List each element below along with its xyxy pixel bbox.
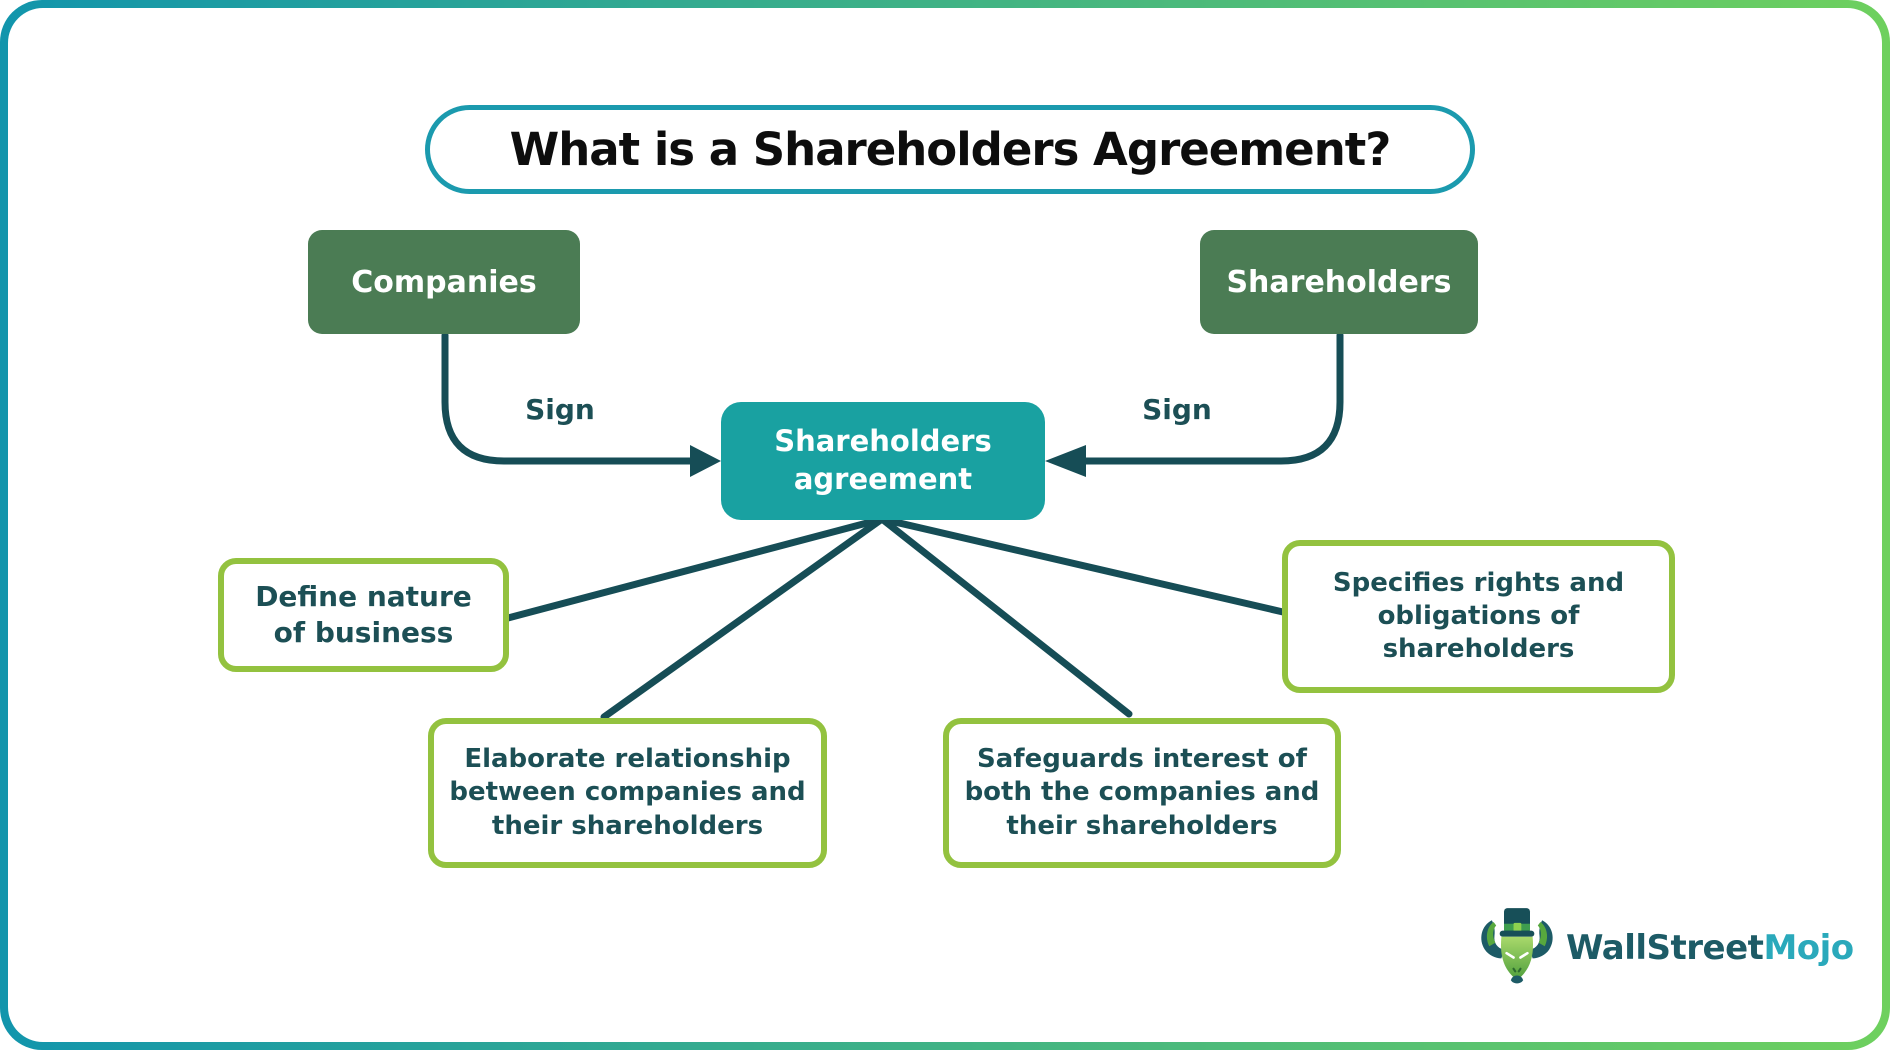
- outcome-safeguards-interest-box: Safeguards interest of both the companie…: [943, 718, 1341, 868]
- shareholders-agreement-label: Shareholders agreement: [774, 424, 992, 496]
- outcome-define-nature-box: Define nature of business: [218, 558, 509, 672]
- wallstreetmojo-logo: WallStreetMojo: [1478, 903, 1854, 993]
- companies-label: Companies: [351, 264, 537, 300]
- outcome-define-nature-label: Define nature of business: [255, 580, 472, 649]
- brand-secondary: Mojo: [1763, 928, 1854, 968]
- outcome-elaborate-relationship-label: Elaborate relationship between companies…: [449, 744, 806, 841]
- sign-label-left: Sign: [525, 393, 595, 426]
- outcome-specifies-rights-label: Specifies rights and obligations of shar…: [1332, 567, 1625, 665]
- outcome-elaborate-relationship-box: Elaborate relationship between companies…: [428, 718, 827, 868]
- shareholders-box: Shareholders: [1200, 230, 1478, 334]
- shareholders-label: Shareholders: [1226, 264, 1452, 300]
- wallstreetmojo-wordmark: WallStreetMojo: [1566, 928, 1854, 968]
- brand-primary: WallStreet: [1566, 928, 1764, 968]
- shareholders-agreement-box: Shareholders agreement: [721, 402, 1045, 520]
- page-title: What is a Shareholders Agreement?: [509, 123, 1392, 176]
- outcome-safeguards-interest-label: Safeguards interest of both the companie…: [964, 744, 1320, 841]
- companies-box: Companies: [308, 230, 580, 334]
- title-banner: What is a Shareholders Agreement?: [425, 105, 1475, 194]
- bull-with-top-hat-icon: [1481, 908, 1553, 984]
- sign-label-right: Sign: [1142, 393, 1212, 426]
- outcome-specifies-rights-box: Specifies rights and obligations of shar…: [1282, 540, 1675, 693]
